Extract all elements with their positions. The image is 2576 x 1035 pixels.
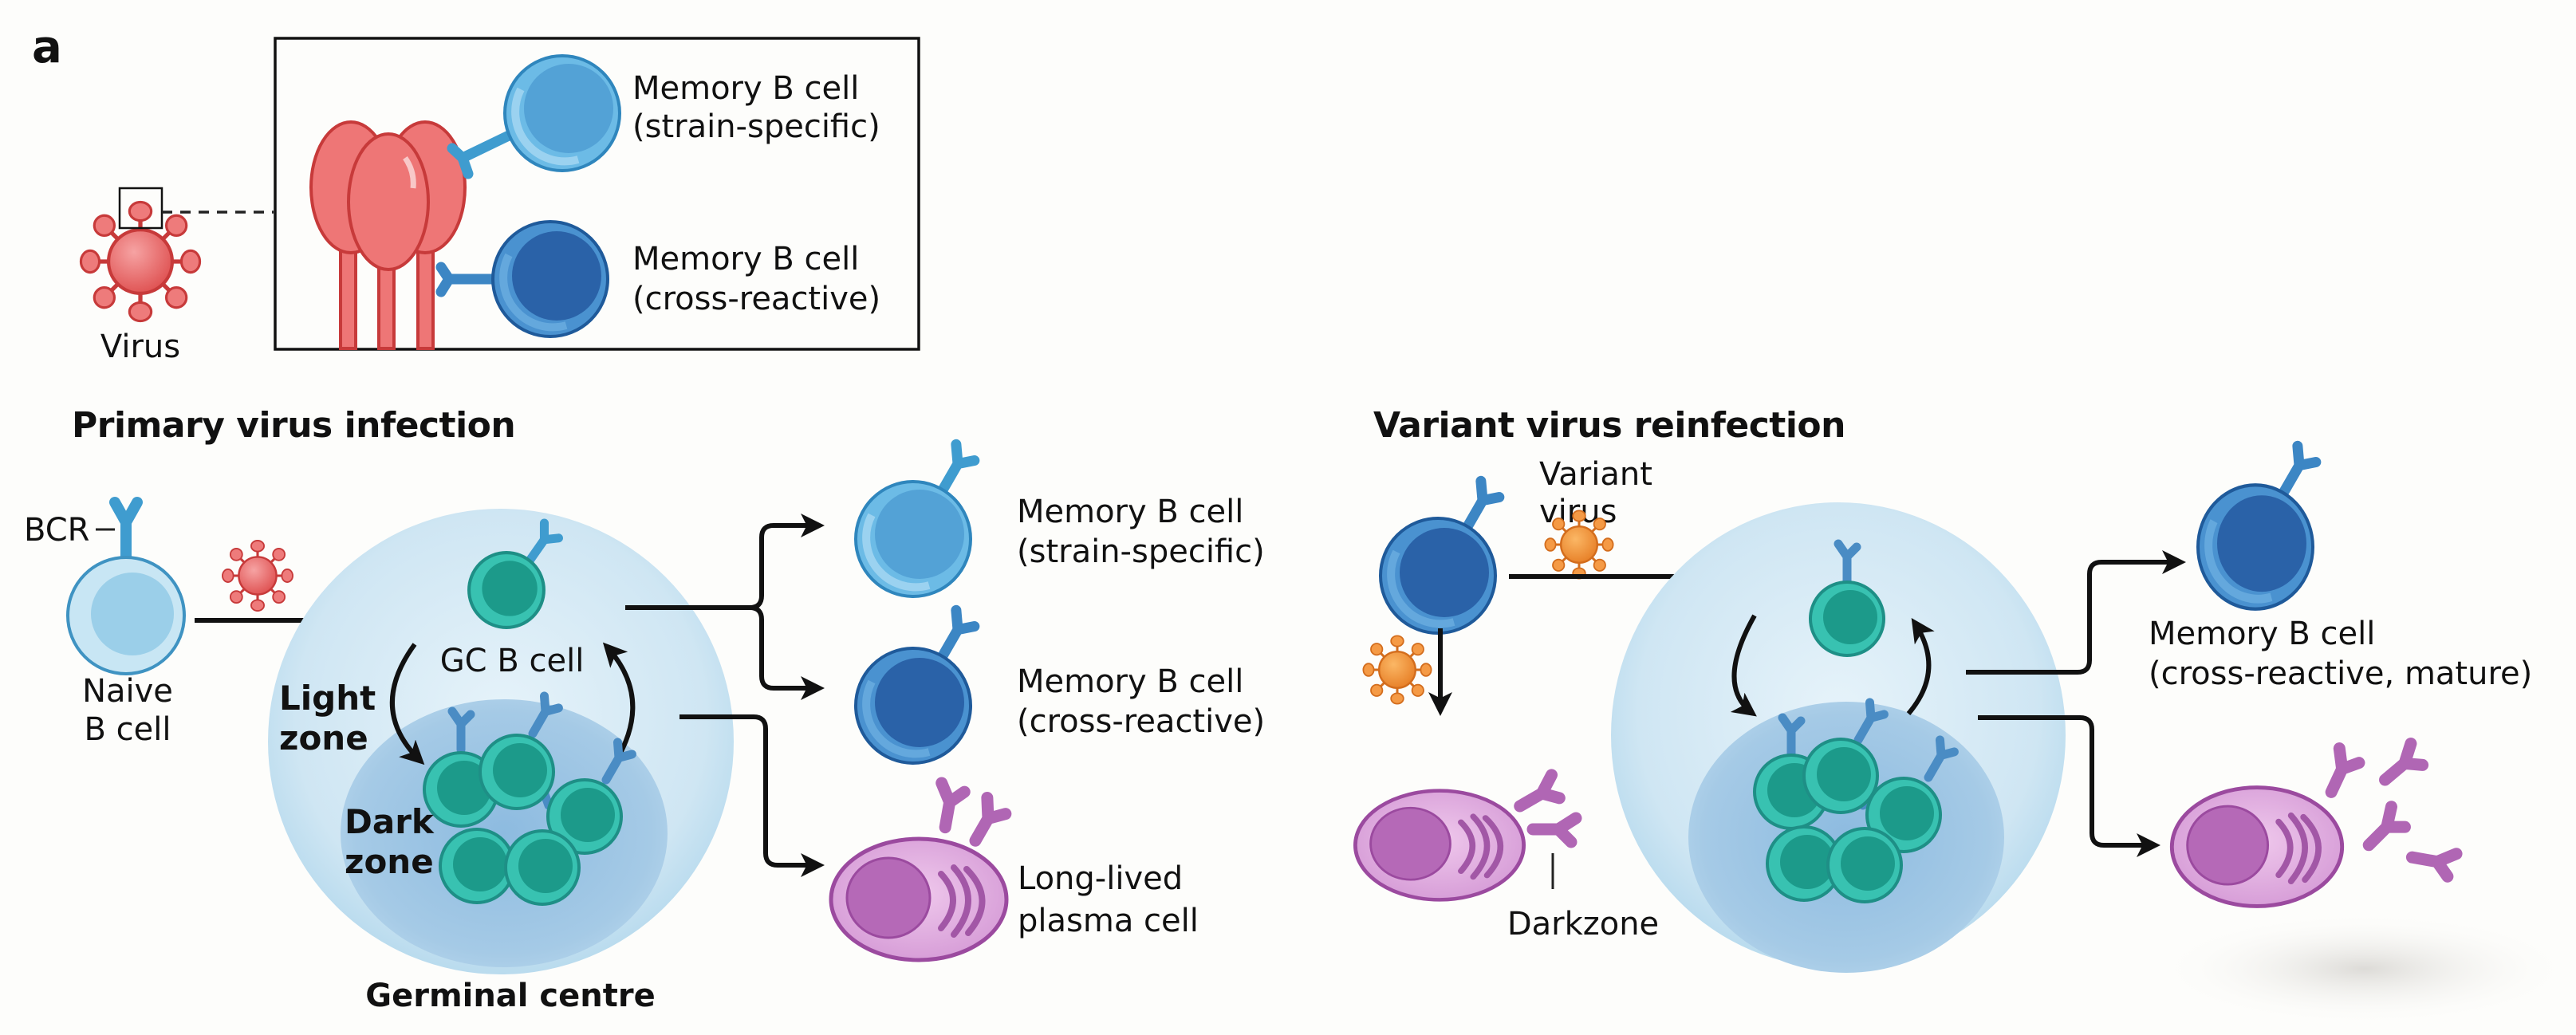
output-label-1-line2: (strain-specific) <box>1017 533 1265 570</box>
variant-virus-upper <box>1543 509 1615 580</box>
light-zone-label-line1: Light <box>279 679 376 718</box>
light-zone-label-line2: zone <box>279 718 368 758</box>
naive-b-cell <box>66 497 186 675</box>
germinal-centre-primary <box>268 509 734 974</box>
inset-label-strain-specific-line2: (strain-specific) <box>632 108 880 145</box>
arrow-gc-to-memory-mature <box>1966 550 2186 675</box>
germinal-centre-label: Germinal centre <box>365 978 655 1014</box>
germinal-centre-reinfection <box>1611 502 2066 973</box>
inset-memory-cell-cross-reactive <box>435 222 608 336</box>
reinfection-heading: Variant virus reinfection <box>1373 405 1845 446</box>
variant-virus-label-line1: Variant <box>1539 456 1652 493</box>
plasma-cell-primary <box>831 783 1008 960</box>
memory-cell-cross-reactive-primary <box>856 610 977 763</box>
memory-cell-mature <box>2198 446 2318 608</box>
panel-label: a <box>32 22 62 73</box>
dark-zone-label-line2: zone <box>345 842 434 881</box>
plasma-cell-reinfection-early <box>1355 775 1576 900</box>
inset-virus <box>81 202 199 321</box>
variant-virus-lower <box>1361 634 1433 706</box>
darkzone-label: Darkzone <box>1507 906 1659 943</box>
arrow-gc-to-plasma-reinfection <box>1978 715 2160 857</box>
inset-memory-cell-strain-specific <box>447 56 620 179</box>
output-label-2-line2: (cross-reactive) <box>1017 703 1265 740</box>
virus-label: Virus <box>100 329 180 365</box>
arrow-light-to-dark-reinfection <box>1730 614 1757 717</box>
primary-virus-small <box>221 539 294 612</box>
output-label-2-line1: Memory B cell <box>1017 663 1243 700</box>
naive-label-line1: Naive <box>82 673 173 710</box>
gc-b-cell-label-primary: GC B cell <box>440 643 585 679</box>
output-label-3-line2: plasma cell <box>1018 903 1199 939</box>
inset-label-cross-reactive-line2: (cross-reactive) <box>632 281 880 317</box>
primary-heading: Primary virus infection <box>72 405 515 446</box>
arrow-dark-to-light-reinfection <box>1906 618 1935 715</box>
memory-mature-label-line2: (cross-reactive, mature) <box>2149 655 2532 692</box>
inset-box <box>274 37 920 351</box>
output-label-3-line1: Long-lived <box>1018 860 1183 897</box>
bcr-label: BCR <box>24 512 89 549</box>
plasma-cell-shadow <box>2157 913 2572 1025</box>
memory-cell-strain-specific-primary <box>856 444 977 596</box>
plasma-cell-reinfection <box>2172 744 2456 907</box>
inset-label-cross-reactive-line1: Memory B cell <box>632 241 859 277</box>
naive-label-line2: B cell <box>85 711 171 748</box>
arrow-dark-to-light <box>602 642 636 763</box>
arrow-gc-to-memory-cross-reactive <box>749 605 825 700</box>
dark-zone-label-line1: Dark <box>345 802 435 841</box>
spike-protein <box>309 120 467 350</box>
inset-label-strain-specific-line1: Memory B cell <box>632 70 859 107</box>
arrow-gc-to-plasma-cell <box>679 714 825 877</box>
memory-mature-label-line1: Memory B cell <box>2149 616 2375 652</box>
inset-zoom-box <box>118 187 163 230</box>
output-label-1-line1: Memory B cell <box>1017 494 1243 530</box>
arrow-light-to-dark <box>390 643 425 765</box>
memory-cell-reinfection-start <box>1381 481 1502 633</box>
